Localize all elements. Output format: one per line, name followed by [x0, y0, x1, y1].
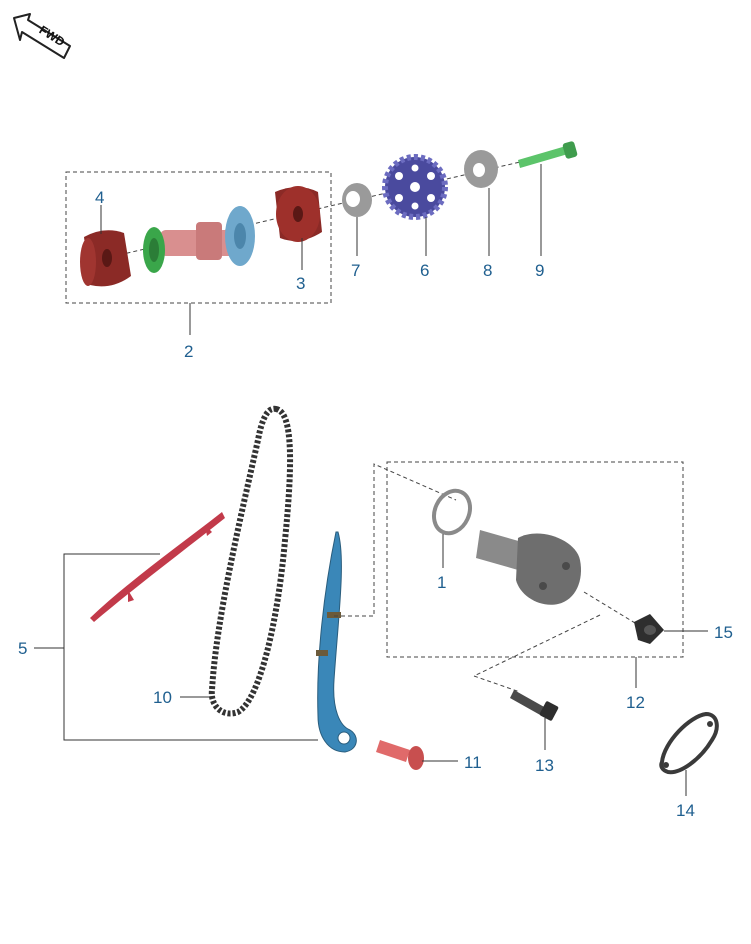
- tensioner-guide-part: [316, 531, 357, 753]
- callout-9: 9: [535, 261, 544, 280]
- chain-guide-part: [90, 512, 225, 622]
- callout-7: 7: [351, 261, 360, 280]
- timing-chain-part: [208, 405, 294, 717]
- callout-11: 11: [464, 753, 482, 772]
- callout-14: 14: [676, 801, 695, 820]
- callout-5: 5: [18, 639, 27, 658]
- callout-2: 2: [184, 342, 193, 361]
- bracket-5: [63, 553, 318, 741]
- o-ring-part: [432, 488, 472, 536]
- callout-6: 6: [420, 261, 429, 280]
- callout-3: 3: [296, 274, 305, 293]
- pivot-pin-part: [376, 740, 424, 770]
- callout-15: 15: [714, 623, 733, 642]
- bolt-axis-line-b: [473, 675, 521, 693]
- gasket-part: [659, 711, 719, 775]
- callout-10: 10: [153, 688, 172, 707]
- chain-tensioner-body-part: [476, 530, 582, 605]
- cam-sprocket-part: [382, 154, 448, 220]
- callout-12: 12: [626, 693, 645, 712]
- camshaft-assembly-box: [65, 171, 332, 304]
- tensioner-dash-link: [334, 463, 457, 617]
- callout-4: 4: [95, 188, 104, 207]
- callout-1: 1: [437, 573, 446, 592]
- sprocket-washer-part: [464, 150, 498, 188]
- tensioner-bolt-part: [510, 690, 559, 721]
- sprocket-bolt-part: [518, 141, 578, 168]
- camshaft-part: [143, 206, 255, 273]
- cap-axis-line: [583, 591, 641, 627]
- thrust-washer-part: [342, 183, 372, 217]
- left-bearing-part: [80, 230, 131, 287]
- bolt-axis-line-a: [473, 614, 601, 677]
- callout-13: 13: [535, 756, 554, 775]
- tensioner-assembly-box: [386, 461, 684, 658]
- fwd-arrow-icon: FWD: [13, 13, 71, 59]
- right-bearing-part: [275, 186, 322, 242]
- tensioner-cap-bolt-part: [634, 614, 664, 644]
- callout-8: 8: [483, 261, 492, 280]
